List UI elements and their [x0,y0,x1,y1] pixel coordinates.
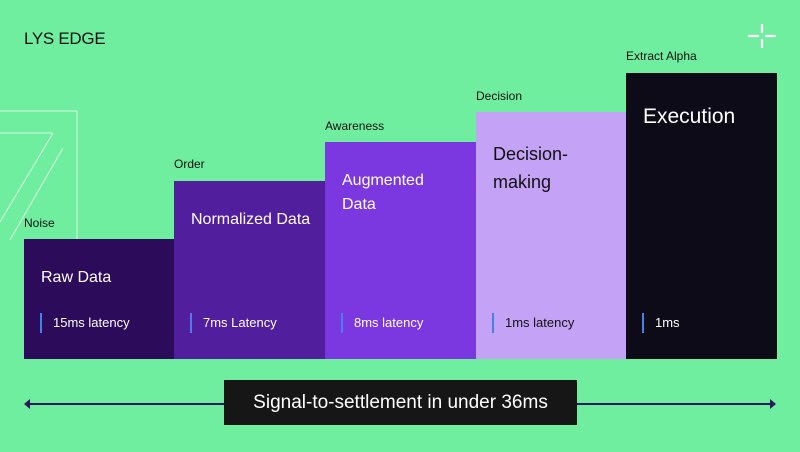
sparkle-plus-icon [748,24,776,48]
stage-title: Decision-making [493,144,569,192]
stage-latency: 8ms latency [341,313,423,333]
summary-banner: Signal-to-settlement in under 36ms [224,380,577,425]
stage-title: Augmented Data [342,172,424,213]
stage-label: Order [174,157,205,171]
stage-latency: 15ms latency [40,313,130,333]
stage-latency: 1ms latency [492,313,574,333]
stage-column: Decision-making 1ms latency [476,112,627,359]
stage-title: Normalized Data [191,211,311,228]
stage-label: Awareness [325,119,385,133]
stage-title: Execution [643,105,736,128]
stage-column: Raw Data 15ms latency [24,239,175,359]
stage-latency: 7ms Latency [190,313,277,333]
stage-label: Decision [476,89,523,103]
stage-column: Augmented Data 8ms latency [325,142,476,359]
stage-label: Noise [24,216,55,230]
brand-logo: LYS EDGE [24,29,106,48]
stage-title: Raw Data [41,269,112,286]
stage-latency: 1ms [642,313,680,333]
stage-column: Execution 1ms [626,73,777,359]
stage-column: Normalized Data 7ms Latency [174,181,325,359]
decorative-lines [0,110,78,260]
stage-label: Extract Alpha [626,49,697,63]
